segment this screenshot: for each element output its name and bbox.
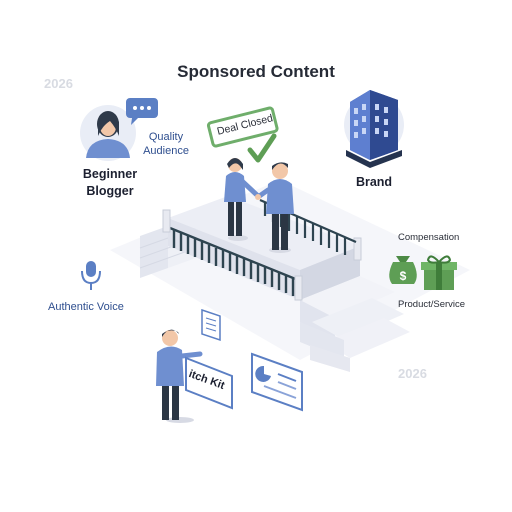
- blogger-label-line1: Beginner: [82, 167, 138, 181]
- year-watermark-bottom: 2026: [398, 366, 427, 381]
- product-service-label: Product/Service: [398, 299, 466, 310]
- audience-label-line1: Quality: [148, 131, 184, 143]
- handshake-people: [224, 158, 294, 253]
- svg-text:$: $: [400, 269, 407, 283]
- pitch-kit-board: [185, 356, 233, 410]
- blogger-avatar: [80, 105, 136, 161]
- brand-label: Brand: [355, 175, 393, 189]
- page-title: Sponsored Content: [177, 62, 335, 81]
- blogger-label: Beginner Blogger: [70, 166, 150, 200]
- deal-closed-sign: [206, 106, 279, 163]
- microphone-icon: [81, 261, 101, 290]
- analytics-screen-icon: [251, 352, 303, 412]
- year-watermark-top: 2026: [44, 76, 73, 91]
- authentic-voice-label: Authentic Voice: [48, 301, 124, 313]
- check-icon: [247, 133, 277, 163]
- blogger-label-line2: Blogger: [86, 184, 134, 198]
- railing-front: [169, 226, 299, 296]
- building-icon: [344, 90, 404, 168]
- speech-bubble-icon: [126, 98, 158, 125]
- gift-box-icon: [421, 255, 457, 290]
- railing-posts: [162, 209, 362, 301]
- money-bag-icon: $: [389, 256, 417, 284]
- compensation-label: Compensation: [398, 232, 460, 243]
- pitch-presenter: [156, 329, 203, 423]
- right-stairs: [300, 276, 410, 372]
- audience-label: Quality Audience: [136, 130, 196, 158]
- document-icon: [201, 308, 221, 342]
- audience-label-line2: Audience: [143, 145, 189, 157]
- platform: [168, 196, 360, 300]
